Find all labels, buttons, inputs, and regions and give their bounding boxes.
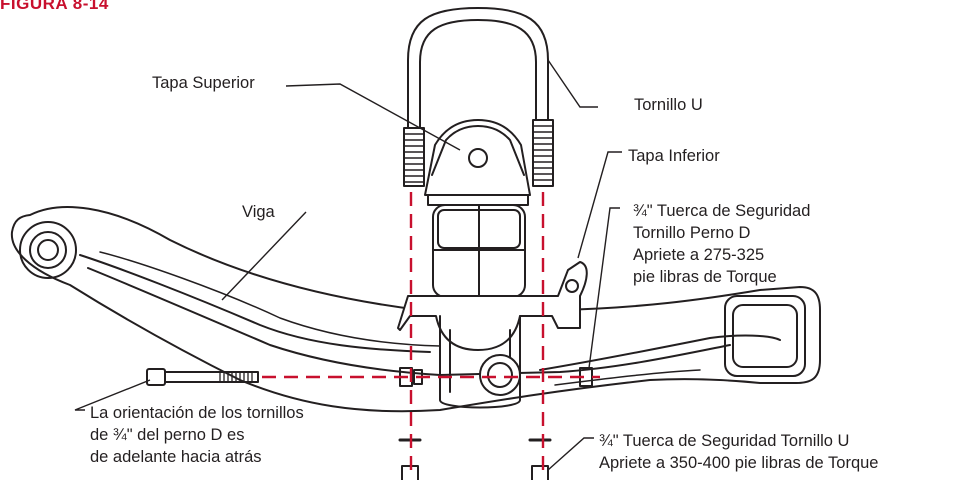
d-pin-bolt — [146, 367, 593, 387]
label-tuerca-tornillo-u-line-2: Apriete a 350-400 pie libras de Torque — [599, 454, 879, 472]
label-tuerca-tornillo-u: ¾" Tuerca de Seguridad Tornillo U Apriet… — [599, 430, 878, 474]
label-tuerca-perno-d-line-3: Apriete a 275-325 — [633, 246, 765, 264]
label-orientacion-line-3: de adelante hacia atrás — [90, 448, 262, 466]
label-orientacion-line-2: de ¾" del perno D es — [90, 426, 245, 444]
label-viga: Viga — [242, 203, 275, 221]
label-tapa-superior: Tapa Superior — [152, 74, 255, 92]
square-pad — [724, 295, 806, 377]
label-tuerca-perno-d-line-4: pie libras de Torque — [633, 268, 777, 286]
leader-lines — [74, 59, 622, 471]
u-bolt-nuts — [398, 438, 552, 480]
label-orientacion-line-1: La orientación de los tornillos — [90, 404, 304, 422]
label-tuerca-tornillo-u-line-1: ¾" Tuerca de Seguridad Tornillo U — [599, 432, 850, 450]
beam — [10, 206, 821, 413]
figure-label: FIGURA 8-14 — [0, 0, 109, 13]
label-tapa-inferior: Tapa Inferior — [628, 147, 720, 165]
label-tornillo-u: Tornillo U — [634, 96, 703, 114]
label-orientacion: La orientación de los tornillos de ¾" de… — [90, 402, 304, 468]
alignment-lines — [262, 192, 600, 470]
beam-eye — [19, 221, 77, 279]
top-cap — [424, 119, 531, 206]
center-bushing — [479, 354, 521, 396]
label-tuerca-perno-d-line-1: ¾" Tuerca de Seguridad — [633, 202, 811, 220]
spring-block — [432, 204, 526, 298]
label-tuerca-perno-d-line-2: Tornillo Perno D — [633, 224, 751, 242]
label-tuerca-perno-d: ¾" Tuerca de Seguridad Tornillo Perno D … — [633, 200, 810, 288]
u-bolt — [403, 7, 554, 187]
bottom-cap — [397, 261, 588, 409]
